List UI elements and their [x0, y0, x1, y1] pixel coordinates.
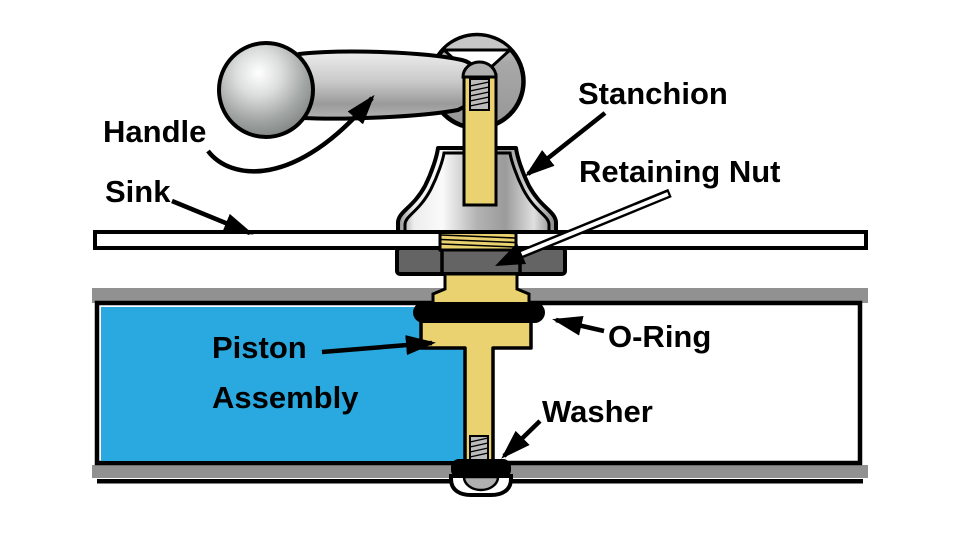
label-sink: Sink [105, 174, 171, 209]
label-stanchion: Stanchion [578, 76, 728, 111]
o-ring [413, 302, 545, 323]
piston-upper-flare [431, 272, 531, 308]
washer-leader-arrow-icon [501, 419, 542, 459]
spindle [461, 60, 498, 207]
spindle-dome [461, 60, 498, 79]
piston-leader-arrow-icon [321, 335, 436, 356]
end-cap-dome [462, 475, 500, 492]
sink-leader-arrow-icon [171, 198, 254, 236]
stanchion-leader-arrow-icon [524, 111, 607, 177]
label-handle: Handle [103, 114, 206, 149]
handle-arm [297, 49, 480, 121]
handle-ball [217, 41, 315, 139]
leader-arrows [171, 94, 672, 459]
retaining-nut [395, 246, 567, 276]
label-piston-line2: Assembly [212, 380, 359, 415]
label-piston-line1: Piston [212, 330, 307, 365]
label-washer: Washer [542, 394, 653, 429]
label-o-ring: O-Ring [608, 319, 711, 354]
screw-bottom-hatch [469, 437, 489, 458]
spindle-screw-top [469, 78, 490, 111]
water-fill [101, 307, 465, 461]
label-retaining-nut: Retaining Nut [579, 154, 781, 189]
labels: Handle Sink Stanchion Retaining Nut O-Ri… [103, 76, 781, 429]
retaining-nut-body [395, 246, 567, 276]
piston-screw-bottom [469, 435, 489, 462]
pivot-cap-top [444, 36, 510, 50]
washer [451, 459, 511, 478]
screw-top-hatch [469, 81, 490, 107]
handle-rotation-arrow-icon [206, 94, 375, 174]
retaining-nut-leader-arrow-icon [495, 188, 672, 266]
o-ring-leader-arrow-icon [552, 316, 605, 336]
